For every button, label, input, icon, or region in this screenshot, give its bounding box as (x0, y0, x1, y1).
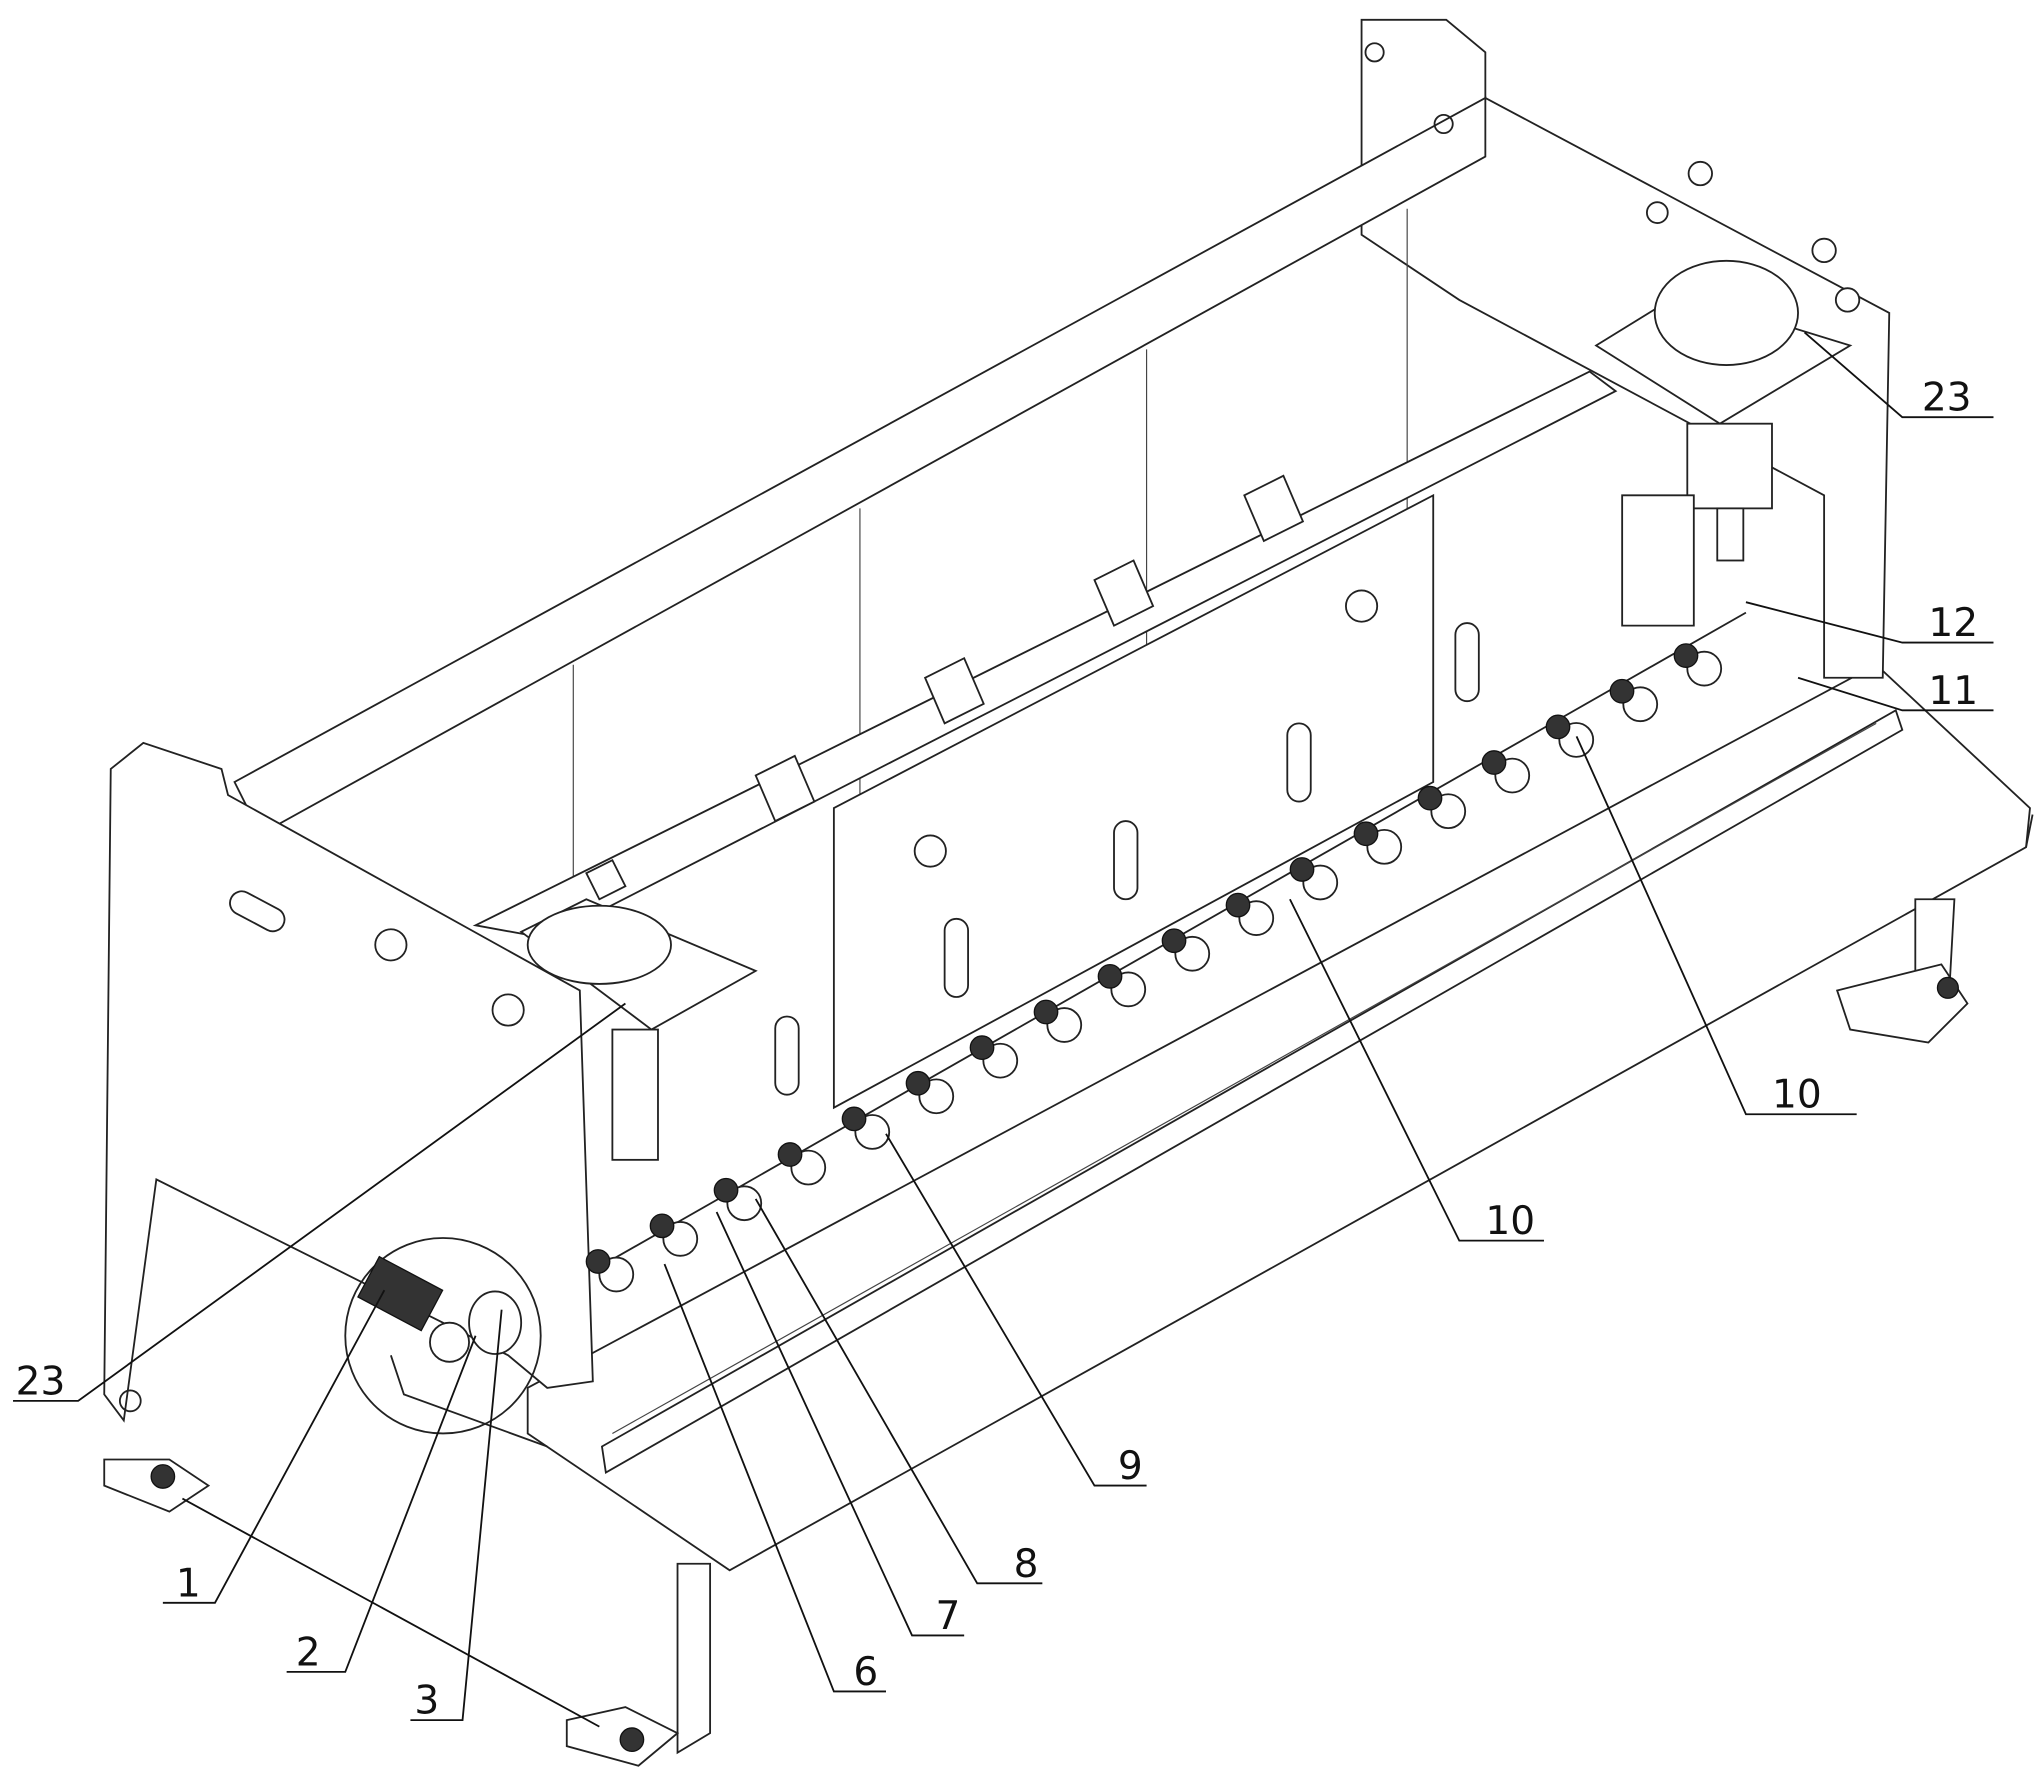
label-11: 11 (1928, 669, 1978, 714)
roller-gear (1354, 822, 1377, 845)
roller-gear (714, 1178, 737, 1201)
roller-gear (1290, 858, 1313, 881)
roller-gear (1098, 965, 1121, 988)
roller-gear (970, 1036, 993, 1059)
roller-gear (1546, 715, 1569, 738)
roller-gear (1034, 1000, 1057, 1023)
label-7: 7 (936, 1594, 961, 1639)
label-8: 8 (1014, 1542, 1039, 1587)
label-23-top: 23 (1922, 376, 1972, 421)
roller-gear (1610, 680, 1633, 703)
roller-gear (1418, 786, 1441, 809)
label-12: 12 (1928, 601, 1978, 646)
roller-gear (650, 1214, 673, 1237)
label-23-left: 23 (16, 1359, 66, 1404)
roller-gear (586, 1250, 609, 1273)
roller-gear (906, 1072, 929, 1095)
roller-gear (1674, 644, 1697, 667)
label-3: 3 (414, 1679, 439, 1724)
label-9: 9 (1118, 1444, 1143, 1489)
roller-gear (1226, 893, 1249, 916)
roller-gear (778, 1143, 801, 1166)
roller-gear (1482, 751, 1505, 774)
label-2: 2 (296, 1630, 321, 1675)
label-10-middle: 10 (1485, 1199, 1535, 1244)
roller-gear (1162, 929, 1185, 952)
label-10-right: 10 (1772, 1073, 1822, 1118)
label-6: 6 (853, 1650, 878, 1695)
label-1: 1 (176, 1561, 201, 1606)
roller-gear (842, 1107, 865, 1130)
